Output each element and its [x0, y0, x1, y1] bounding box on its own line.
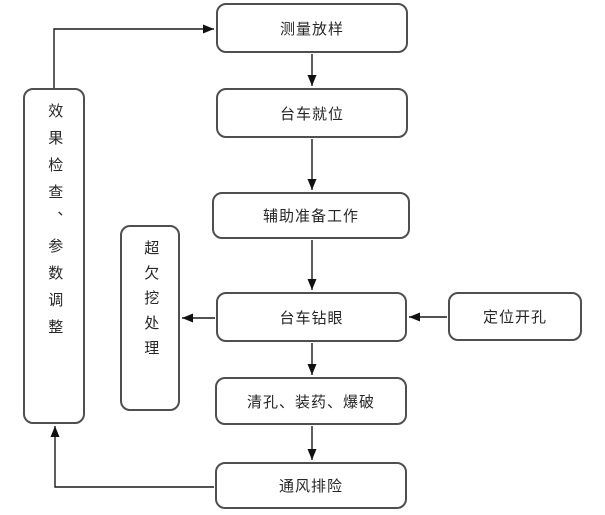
node-measure-setout: 测量放样: [216, 3, 408, 53]
node-trolley-drilling-label: 台车钻眼: [279, 309, 344, 327]
node-trolley-drilling: 台车钻眼: [216, 292, 407, 342]
node-clean-charge-blast: 清孔、装药、爆破: [215, 377, 407, 425]
node-overbreak-treatment: 超欠挖处理: [120, 225, 180, 411]
node-aux-preparation: 辅助准备工作: [212, 192, 410, 239]
node-ventilation-risk-removal: 通风排险: [215, 462, 407, 509]
node-ventilation-risk-removal-label: 通风排险: [278, 478, 343, 495]
node-positioning-hole-opening-label: 定位开孔: [482, 309, 547, 326]
node-clean-charge-blast-label: 清孔、装药、爆破: [246, 393, 375, 411]
node-measure-setout-label: 测量放样: [279, 20, 344, 38]
node-trolley-in-place-label: 台车就位: [279, 105, 344, 123]
node-overbreak-treatment-label: 超欠挖处理: [142, 240, 160, 365]
node-aux-preparation-label: 辅助准备工作: [262, 208, 359, 225]
connector-effect-check-to-measure: [53, 24, 214, 88]
connector-ventilation-to-effect-check: [50, 426, 214, 488]
node-positioning-hole-opening: 定位开孔: [448, 292, 582, 341]
node-effect-check-param-adjust-label: 效果检查、参数调整: [46, 103, 64, 346]
node-effect-check-param-adjust: 效果检查、参数调整: [23, 88, 85, 424]
node-trolley-in-place: 台车就位: [216, 88, 408, 138]
